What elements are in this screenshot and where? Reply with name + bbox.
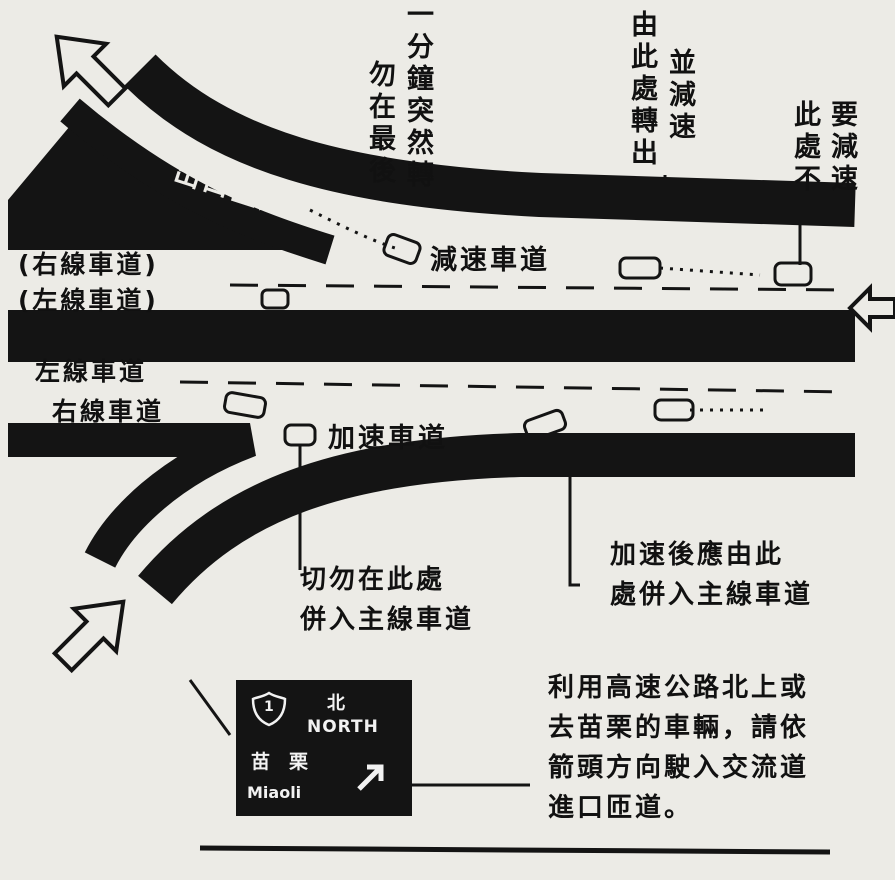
left-lane-top-label: (左線車道) — [18, 286, 159, 315]
median-band — [8, 310, 855, 362]
no-merge-line2: 併入主線車道 — [300, 605, 475, 635]
instruction-line2: 去苗栗的車輛，請依 — [548, 713, 810, 743]
sign-north-en: NORTH — [307, 717, 379, 737]
exit-note-col1: 勿在最後 — [364, 60, 395, 188]
leader-merge-here — [568, 440, 580, 587]
nodecel-note-col2: 要減速 — [826, 100, 857, 196]
entry-ramp-edge — [8, 423, 257, 568]
car-icon — [223, 233, 813, 447]
accel-lane-label: 加速車道 — [328, 423, 448, 454]
sign-city-cn: 苗 栗 — [251, 751, 309, 773]
left-lane-bottom-label: 左線車道 — [35, 357, 148, 386]
decel-path-dots — [659, 266, 761, 277]
route-number: 1 — [264, 699, 274, 715]
left-pointing-arrow-icon — [847, 283, 895, 333]
exit-ramp-inner-edge — [60, 98, 335, 265]
instruction-line4: 進口匝道。 — [548, 793, 694, 823]
right-lane-top-label: (右線車道) — [18, 250, 159, 279]
bottom-rule — [199, 845, 831, 855]
decel-lane-label: 減速車道 — [430, 245, 550, 276]
lane-divider-top — [229, 283, 851, 292]
exit-ramp-outer-edge — [124, 54, 856, 227]
lane-divider-bottom — [179, 380, 851, 394]
instruction-note: 利用高速公路北上或 去苗栗的車輛，請依 箭頭方向駛入交流道 進口匝道。 — [548, 668, 809, 828]
sign-arrow-icon — [357, 764, 384, 791]
leader-sign — [188, 679, 232, 736]
instruction-line1: 利用高速公路北上或 — [548, 673, 810, 703]
nodecel-note-col1: 此處不 — [789, 100, 820, 196]
right-lane-bottom-label: 右線車道 — [52, 397, 165, 426]
exit-note-col2: 一分鐘突然轉 — [402, 0, 433, 192]
instruction-line3: 箭頭方向駛入交流道 — [548, 753, 810, 783]
no-merge-note: 切勿在此處 併入主線車道 — [300, 560, 474, 640]
no-merge-line1: 切勿在此處 — [300, 565, 446, 595]
entry-arrow-icon — [51, 599, 126, 674]
exit-path-dots — [309, 208, 396, 250]
decel-note-col1: 由此處轉出 — [626, 10, 657, 170]
merge-here-line2: 處併入主線車道 — [610, 580, 814, 610]
decel-note-col2: 並減速 — [664, 48, 695, 144]
north-arrow-icon — [54, 34, 129, 109]
route-shield-icon — [251, 691, 287, 727]
merge-here-line1: 加速後應由此 — [610, 540, 785, 570]
sign-north-cn: 北 — [327, 693, 345, 714]
merge-here-note: 加速後應由此 處併入主線車道 — [610, 535, 813, 615]
sign-city-en: Miaoli — [247, 783, 302, 802]
entry-ramp-outer-edge — [138, 433, 855, 605]
freeway-sign: 1 北 NORTH 苗 栗 Miaoli — [236, 680, 412, 816]
